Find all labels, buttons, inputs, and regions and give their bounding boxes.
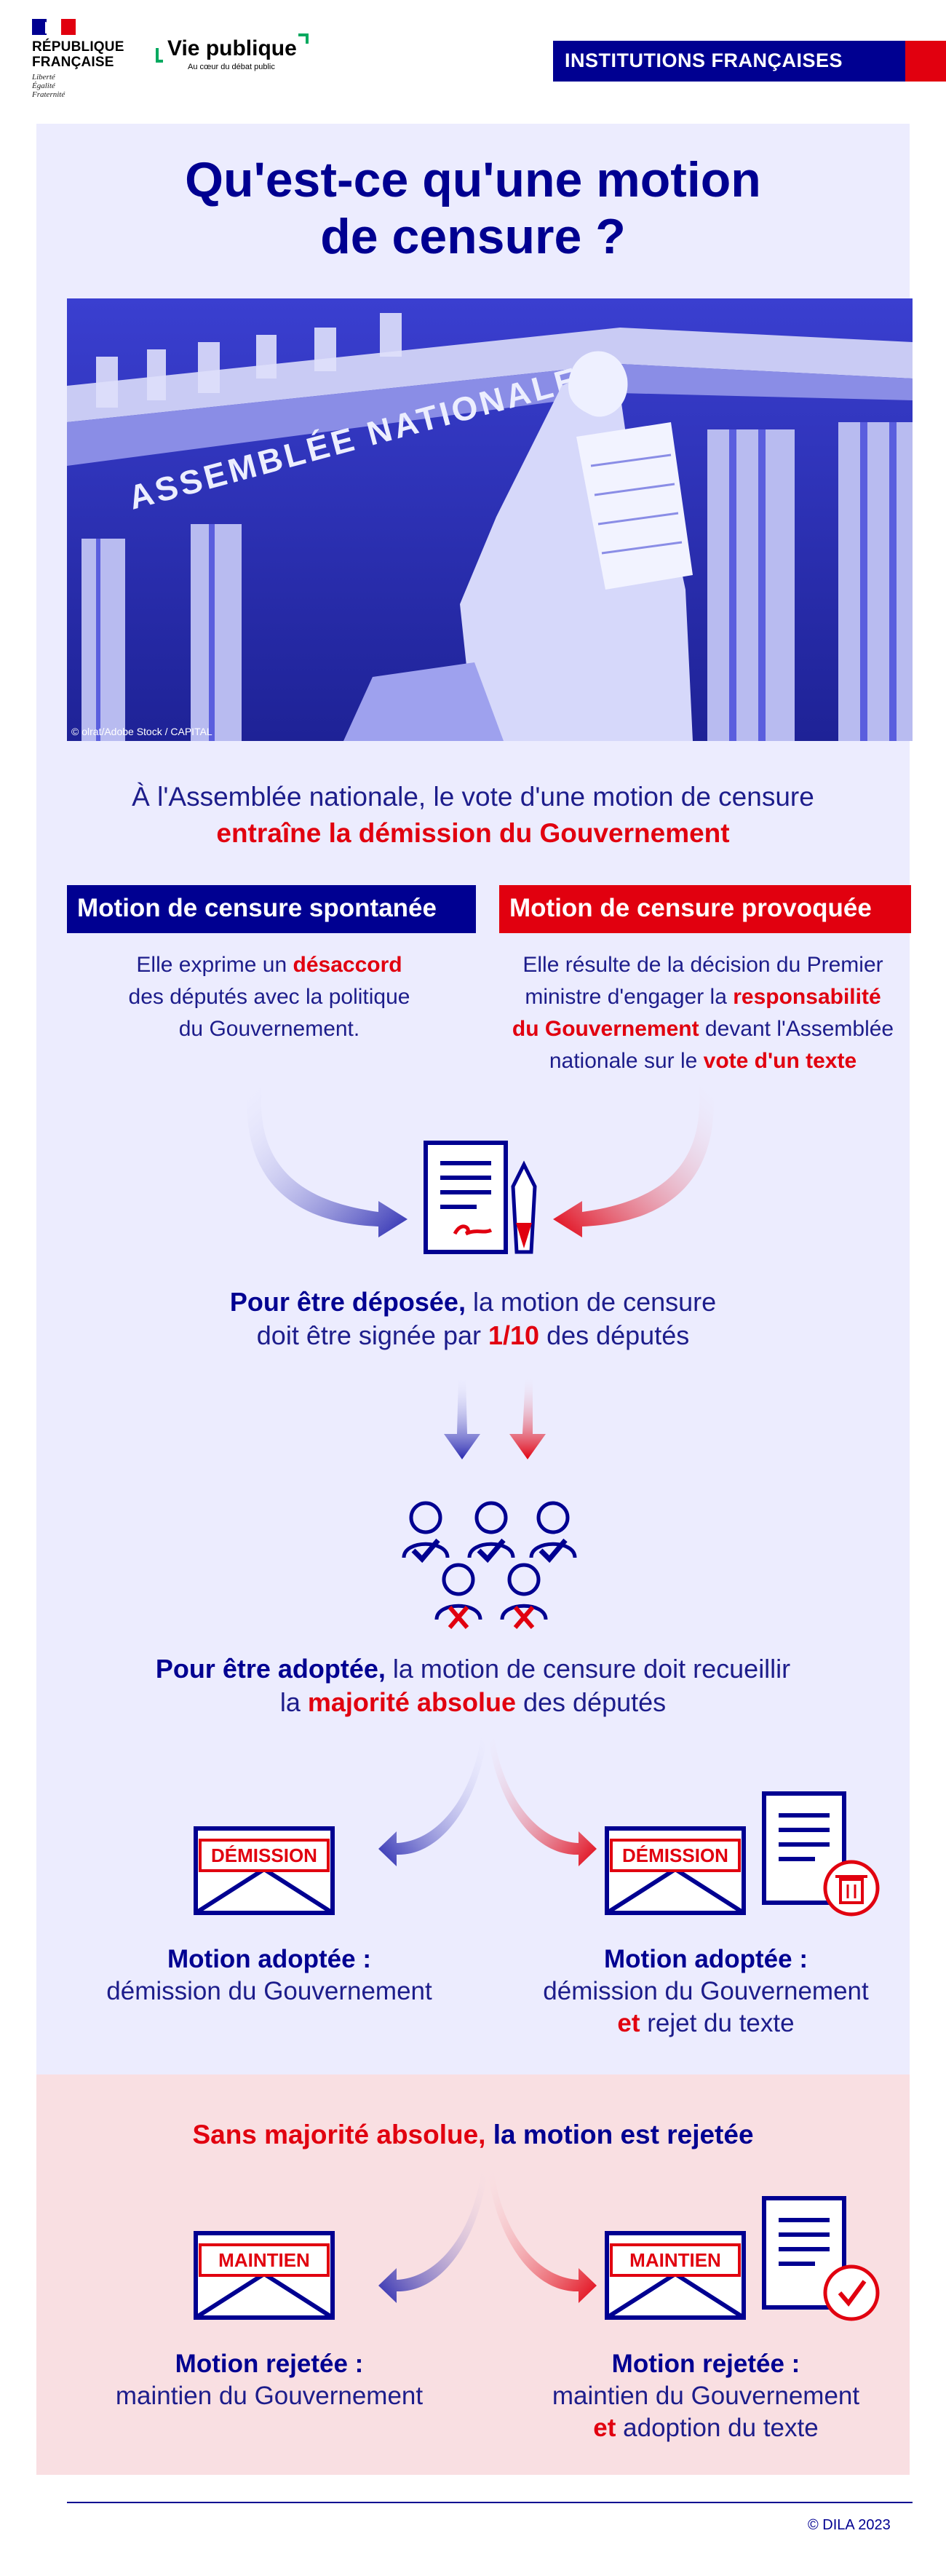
deputies-vote-icon xyxy=(402,1376,577,1629)
provoked-motion-description: Elle résulte de la décision du Premier m… xyxy=(512,953,894,1073)
vie-publique-logo-icon xyxy=(156,33,309,63)
curved-arrow-icon xyxy=(553,1085,714,1237)
footer-divider xyxy=(67,2502,913,2503)
logo-title: Vie publique xyxy=(167,36,297,60)
republic-name: RÉPUBLIQUE FRANÇAISE xyxy=(32,39,124,70)
page-title: Qu'est-ce qu'une motion de censure ? xyxy=(185,152,761,264)
envelope-icon: MAINTIEN xyxy=(605,2231,746,2320)
split-arrows-rejected xyxy=(378,2169,597,2303)
curved-arrow-icon xyxy=(488,2169,597,2303)
provoked-motion-label: Motion de censure provoquée xyxy=(499,885,911,933)
page-header: RÉPUBLIQUE FRANÇAISE Liberté Égalité Fra… xyxy=(0,0,946,124)
svg-text:DÉMISSION: DÉMISSION xyxy=(211,1844,317,1866)
svg-text:DÉMISSION: DÉMISSION xyxy=(622,1844,728,1866)
split-arrows xyxy=(378,1732,597,1866)
curved-arrow-icon xyxy=(488,1732,597,1866)
adopted-outcome-left: Motion adoptée : démission du Gouverneme… xyxy=(106,1945,432,2005)
logo-subtitle: Au cœur du débat public xyxy=(188,63,275,71)
merge-arrows xyxy=(247,1085,714,1254)
curved-arrow-icon xyxy=(247,1085,408,1237)
republic-motto: Liberté Égalité Fraternité xyxy=(32,73,65,99)
rejected-outcome-right: Motion rejetée : maintien du Gouvernemen… xyxy=(552,2350,860,2442)
svg-text:MAINTIEN: MAINTIEN xyxy=(218,2249,310,2271)
document-trash-icon xyxy=(762,1791,880,1917)
envelope-icon: DÉMISSION xyxy=(194,1826,335,1915)
intro-text: À l'Assemblée nationale, le vote d'une m… xyxy=(36,779,910,852)
envelope-icon: DÉMISSION xyxy=(605,1826,746,1915)
envelope-icon: MAINTIEN xyxy=(194,2231,335,2320)
category-tag-band xyxy=(553,41,905,82)
rejected-outcome-left: Motion rejetée : maintien du Gouvernemen… xyxy=(115,2350,424,2410)
photo-credit: © olrat/Adobe Stock / CAPITAL xyxy=(71,726,212,737)
marianne-flag-icon xyxy=(32,19,76,35)
document-pen-icon xyxy=(424,1141,537,1254)
intro-highlight: entraîne la démission du Gouvernement xyxy=(216,818,730,848)
envelope-document-trash-icon: DÉMISSION xyxy=(605,1791,880,1917)
category-tag-accent xyxy=(905,41,946,82)
assemblee-nationale-photo: ASSEMBLÉE NATIONALE © olrat/Adobe Stock … xyxy=(67,298,913,741)
category-tag: INSTITUTIONS FRANÇAISES xyxy=(565,49,843,71)
curved-arrow-icon xyxy=(378,2169,488,2303)
footer-copyright: © DILA 2023 xyxy=(808,2517,891,2533)
envelope-document-check-icon: MAINTIEN xyxy=(605,2196,880,2321)
rejection-heading: Sans majorité absolue, la motion est rej… xyxy=(192,2120,754,2149)
adopted-outcome-right: Motion adoptée : démission du Gouverneme… xyxy=(543,1945,869,2037)
filing-condition: Pour être déposée, la motion de censure … xyxy=(229,1287,717,1350)
curved-arrow-icon xyxy=(378,1732,488,1866)
spontaneous-motion-description: Elle exprime un désaccord des députés av… xyxy=(128,953,410,1041)
adoption-condition: Pour être adoptée, la motion de censure … xyxy=(155,1654,791,1717)
svg-text:MAINTIEN: MAINTIEN xyxy=(629,2249,721,2271)
document-check-icon xyxy=(762,2196,880,2321)
spontaneous-motion-label: Motion de censure spontanée xyxy=(67,885,476,933)
